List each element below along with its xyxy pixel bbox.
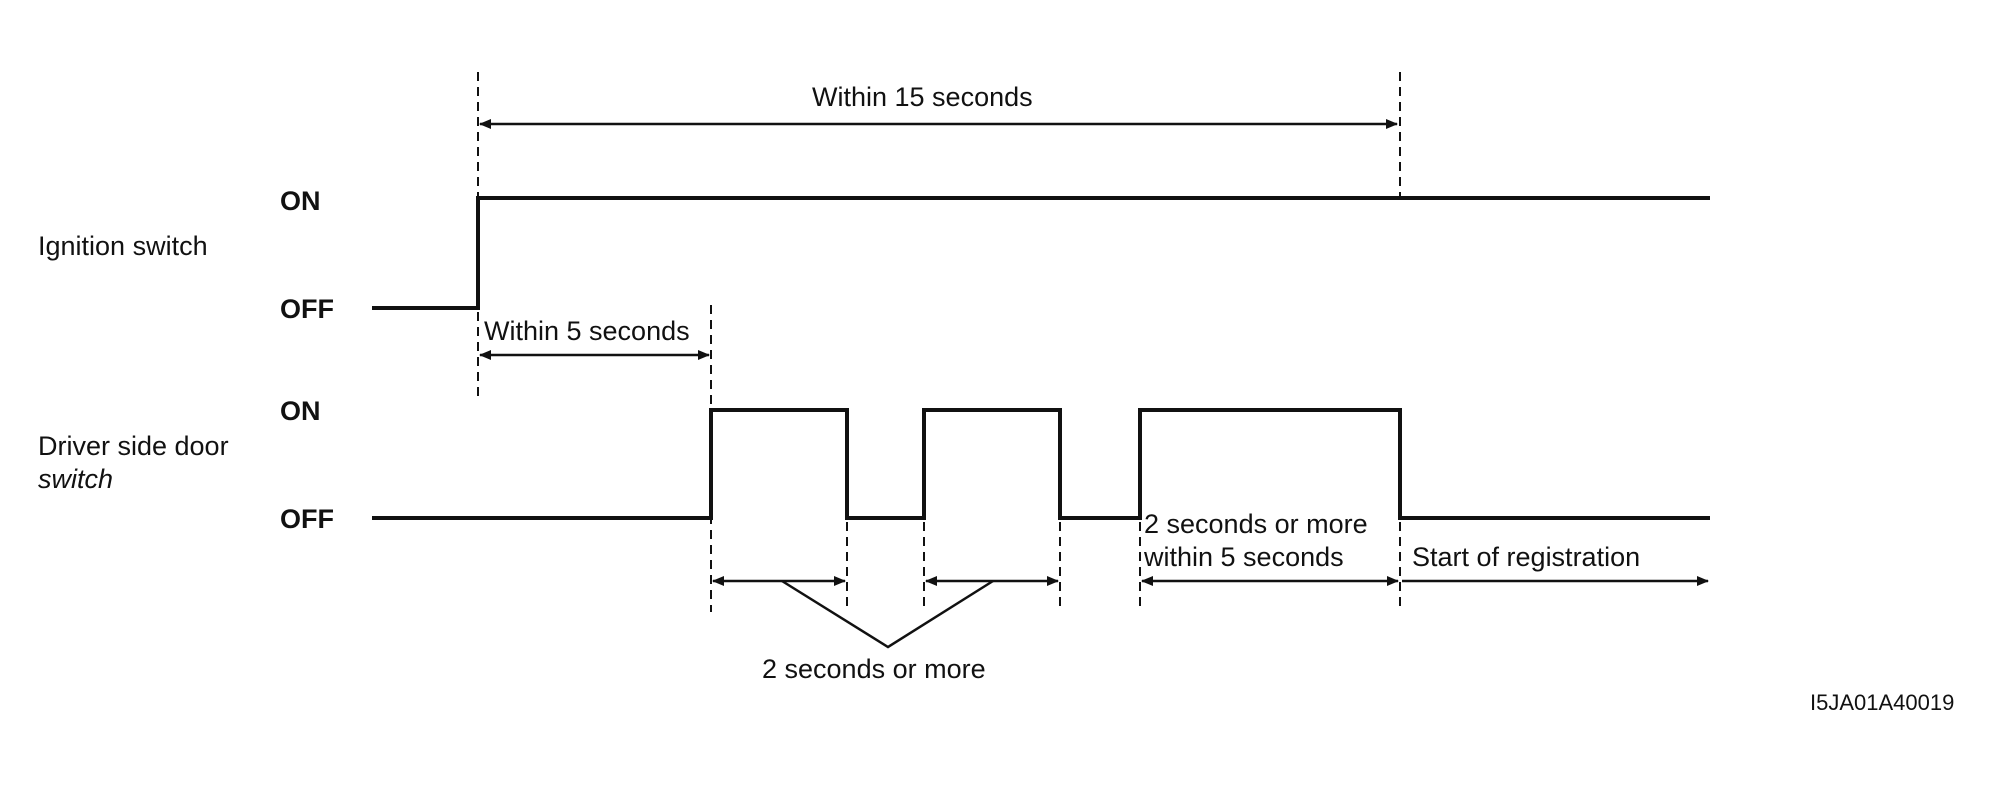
- two-seconds-callout-lines: [781, 579, 994, 649]
- door-waveform: [372, 408, 1710, 520]
- within-5-seconds-label: Within 5 seconds: [484, 316, 690, 346]
- figure-code: I5JA01A40019: [1810, 690, 1954, 715]
- two-seconds-within-5-label-line2: within 5 seconds: [1143, 542, 1344, 572]
- door-on-label: ON: [280, 396, 321, 426]
- door-off-label: OFF: [280, 504, 334, 534]
- start-of-registration-label: Start of registration: [1412, 542, 1640, 572]
- two-seconds-within-5-label-line1: 2 seconds or more: [1144, 509, 1368, 539]
- within-15-seconds-label: Within 15 seconds: [812, 82, 1033, 112]
- ignition-switch-label: Ignition switch: [38, 231, 208, 261]
- two-seconds-or-more-label: 2 seconds or more: [762, 654, 986, 684]
- ignition-on-label: ON: [280, 186, 321, 216]
- ignition-waveform: [372, 196, 1710, 310]
- door-switch-label-line1: Driver side door: [38, 431, 229, 461]
- door-switch-label-line2: switch: [38, 464, 113, 494]
- ignition-off-label: OFF: [280, 294, 334, 324]
